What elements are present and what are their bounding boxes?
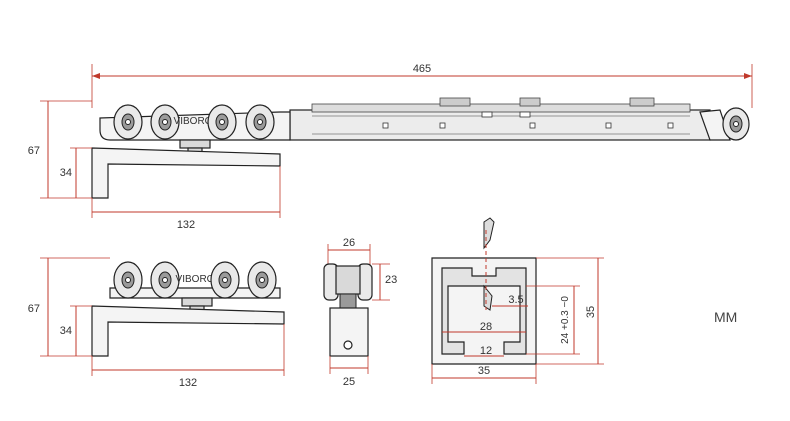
end-nut [339, 293, 357, 309]
carriage-l-bracket [91, 305, 285, 357]
top-height-total-label: 67 [28, 145, 40, 157]
profile-width-label: 35 [478, 365, 490, 377]
top-assembly: 465 VIBORG [28, 63, 753, 231]
profile-height-label: 35 [585, 306, 597, 318]
end-width-bottom-label: 25 [343, 376, 355, 388]
mid-height-bracket-label: 34 [60, 325, 72, 337]
top-wheel-4 [245, 104, 275, 140]
top-wheel-3 [207, 104, 237, 140]
profile-inner-label: 28 [480, 321, 492, 333]
top-hanger-nut [179, 139, 211, 149]
top-carriage-body [99, 111, 291, 141]
profile-opening-label: 12 [480, 345, 492, 357]
end-bolt-hole [343, 340, 353, 350]
unit-label: MM [714, 309, 737, 325]
carriage-hanger-nut [181, 297, 213, 307]
end-axle-block [335, 265, 361, 295]
top-end-wheel [722, 107, 750, 141]
mid-width-label: 132 [179, 377, 197, 389]
end-height-label: 23 [385, 274, 397, 286]
carriage-wheel-2 [150, 261, 180, 299]
mid-height-total-label: 67 [28, 303, 40, 315]
end-width-top-label: 26 [343, 237, 355, 249]
top-width-label: 132 [177, 219, 195, 231]
carriage-wheel-3 [210, 261, 240, 299]
end-view: 26 23 25 [323, 237, 397, 388]
top-rail [289, 109, 711, 141]
top-wheel-2 [150, 104, 180, 140]
top-brand-text: VIBORG [174, 116, 213, 127]
rail-profile: 3.5 28 12 35 24 +0.3 −0 35 [431, 217, 604, 384]
carriage-wheel-4 [247, 261, 277, 299]
carriage-brand-text: VIBORG [176, 274, 215, 285]
top-wheel-1 [113, 104, 143, 140]
carriage-wheel-1 [113, 261, 143, 299]
profile-slot-label: 3.5 [508, 294, 523, 306]
profile-tolerance-label: 24 +0.3 −0 [560, 296, 571, 344]
arrow-right [744, 73, 752, 79]
top-l-bracket [91, 147, 281, 199]
length-label: 465 [413, 63, 431, 75]
carriage-assembly: VIBORG 67 34 132 [28, 257, 285, 389]
arrow-left [92, 73, 100, 79]
top-height-bracket-label: 34 [60, 167, 72, 179]
